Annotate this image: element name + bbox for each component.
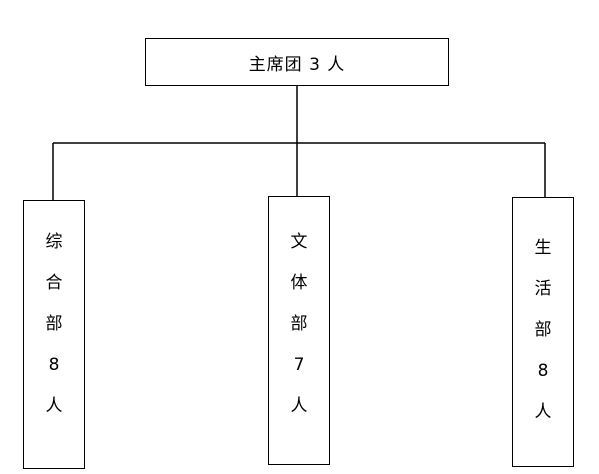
child-node-life-dept: 生 活 部 8 人: [512, 197, 574, 467]
node-char: 8: [48, 355, 60, 375]
node-char: 生: [534, 238, 552, 258]
node-char: 部: [45, 314, 63, 334]
root-node-presidium: 主席团 3 人: [145, 38, 449, 86]
node-char: 体: [290, 273, 308, 293]
node-char: 部: [290, 314, 308, 334]
node-char: 部: [534, 320, 552, 340]
node-char: 人: [290, 396, 308, 416]
node-char: 文: [290, 232, 308, 252]
child-node-general-dept: 综 合 部 8 人: [23, 200, 85, 469]
root-node-label: 主席团 3 人: [248, 54, 346, 75]
node-char: 7: [293, 355, 305, 375]
node-char: 人: [45, 396, 63, 416]
node-char: 合: [45, 273, 63, 293]
node-char: 综: [45, 232, 63, 252]
node-char: 人: [534, 402, 552, 422]
node-char: 活: [534, 279, 552, 299]
child-node-culture-sports-dept: 文 体 部 7 人: [268, 196, 330, 465]
node-char: 8: [537, 361, 549, 381]
